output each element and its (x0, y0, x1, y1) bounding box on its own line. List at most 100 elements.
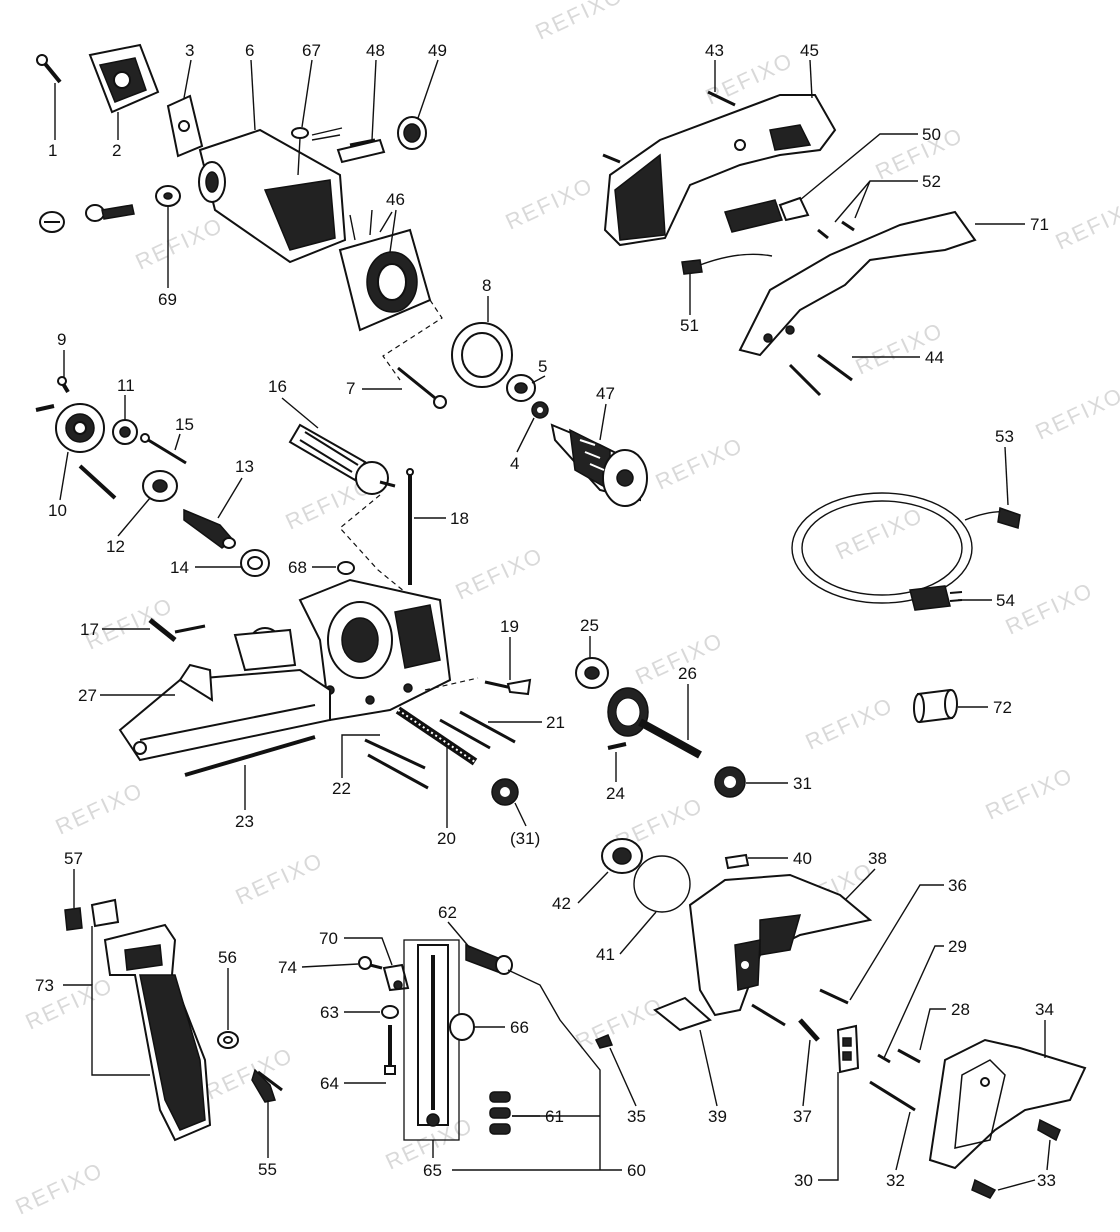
watermark-text: REFIXO (532, 0, 628, 45)
callout-13: 13 (235, 457, 254, 476)
part-68-nut (337, 561, 355, 575)
part-11-seal (112, 419, 138, 445)
part-43-screw (707, 90, 736, 107)
callout-38: 38 (868, 849, 887, 868)
part-23-strip (184, 735, 316, 777)
callout-29: 29 (948, 937, 967, 956)
part-40-pin (724, 853, 750, 870)
callout-49: 49 (428, 41, 447, 60)
watermark-text: REFIXO (1032, 382, 1120, 444)
callout-3: 3 (185, 41, 194, 60)
part-carbon-brushes (39, 204, 135, 233)
part-1-screw (36, 54, 62, 84)
callout-19: 19 (500, 617, 519, 636)
watermark-text: REFIXO (52, 777, 148, 839)
callout-1: 1 (48, 141, 57, 160)
part-63-nut (381, 1005, 399, 1019)
part-42-bearing (601, 838, 643, 874)
part-18-rod (406, 468, 414, 585)
part-6-motor-housing (198, 128, 347, 264)
callout-36: 36 (948, 876, 967, 895)
callout-48: 48 (366, 41, 385, 60)
callout-51: 51 (680, 316, 699, 335)
callout-35: 35 (627, 1107, 646, 1126)
callout-30: 30 (794, 1171, 813, 1190)
part-7-long-screw (397, 366, 447, 409)
watermark-text: REFIXO (452, 542, 548, 604)
part-16-side-handle (288, 423, 396, 495)
callout-15: 15 (175, 415, 194, 434)
part-35-screw (594, 1034, 614, 1049)
callout-64: 64 (320, 1074, 339, 1093)
part-33-screws (971, 1118, 1061, 1199)
watermark-text: REFIXO (502, 172, 598, 234)
callout-53: 53 (995, 427, 1014, 446)
part-4-bearing-small (531, 401, 549, 419)
part-14-ring (240, 549, 270, 577)
callout-41: 41 (596, 945, 615, 964)
part-9-screw (57, 376, 70, 394)
part-46-stator (338, 209, 432, 332)
part-37-pin (798, 1018, 820, 1042)
part-44-screws (788, 353, 853, 397)
watermark-text: REFIXO (232, 847, 328, 909)
callout-73: 73 (35, 976, 54, 995)
callout-34: 34 (1035, 1000, 1054, 1019)
callout-70: 70 (319, 929, 338, 948)
part-34-sprocket-cover (928, 1038, 1087, 1170)
part-39-plate (653, 996, 712, 1032)
part-2-brush-holder (88, 43, 160, 114)
part-12-bearing (142, 470, 178, 502)
watermark-text: REFIXO (832, 502, 928, 564)
part-32-long-screw (869, 1080, 916, 1112)
part-62-adjuster-screw (465, 943, 513, 975)
callout-2: 2 (112, 141, 121, 160)
part-54-plug (909, 585, 963, 611)
callout-4: 4 (510, 454, 519, 473)
watermark-text: REFIXO (202, 1042, 298, 1104)
part-55-lever-knob (251, 1068, 283, 1103)
watermark-text: REFIXO (12, 1157, 108, 1219)
part-71-handle-cover (738, 210, 977, 357)
callout-33: 33 (1037, 1171, 1056, 1190)
part-52-screws (817, 220, 855, 240)
watermark-text: REFIXO (872, 122, 968, 184)
part-22-long-screws (364, 738, 429, 790)
part-51-cable-lead (681, 253, 773, 275)
part-10-flange (35, 403, 117, 500)
watermark-text: REFIXO (132, 212, 228, 274)
callout-57: 57 (64, 849, 83, 868)
part-21-screws (439, 710, 516, 750)
assembly-dashed-line (424, 677, 479, 691)
watermark-text: REFIXO (1052, 192, 1120, 254)
part-67-cable-grommet (291, 127, 343, 176)
assembly-dashed-line (339, 494, 406, 593)
watermark-text: REFIXO (652, 432, 748, 494)
part-66-knob (449, 1013, 475, 1041)
part-65-tensioner-frame (403, 939, 460, 1141)
part-label-plate (90, 898, 120, 928)
callout-72: 72 (993, 698, 1012, 717)
watermark-text: REFIXO (572, 992, 668, 1054)
callout-12: 12 (106, 537, 125, 556)
callout-68: 68 (288, 558, 307, 577)
callout-24: 24 (606, 784, 625, 803)
callout-74: 74 (278, 958, 297, 977)
callout-25: 25 (580, 616, 599, 635)
callout-47: 47 (596, 384, 615, 403)
part-main-gear-housing (298, 578, 452, 722)
part-74-screw (358, 956, 383, 970)
callout-63: 63 (320, 1003, 339, 1022)
part-61-chain-links (489, 1091, 511, 1135)
callout-18: 18 (450, 509, 469, 528)
watermark-text: REFIXO (982, 762, 1078, 824)
part-73-chain-guard (103, 923, 212, 1142)
callout-23: 23 (235, 812, 254, 831)
callout-56: 56 (218, 948, 237, 967)
part-19-lever (484, 678, 532, 696)
callout-26: 26 (678, 664, 697, 683)
callout-31: 31 (793, 774, 812, 793)
callout-39: 39 (708, 1107, 727, 1126)
part-plate-screws (751, 1003, 786, 1027)
